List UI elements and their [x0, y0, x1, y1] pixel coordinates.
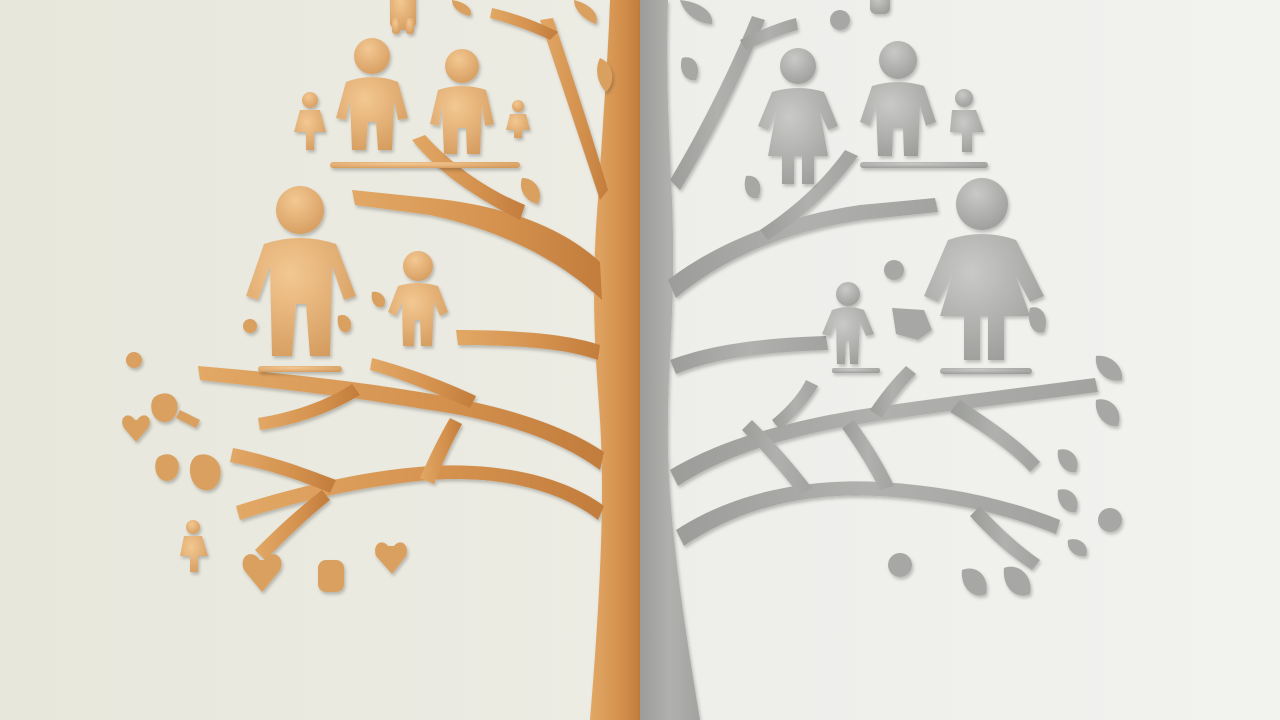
ledge	[330, 162, 520, 168]
leaf-icon	[520, 178, 541, 204]
leaf-icon	[888, 553, 912, 577]
leaf-icon	[243, 319, 257, 333]
leaf-icon	[176, 410, 200, 428]
leaf-icon	[151, 393, 178, 423]
leaf-icon	[452, 0, 472, 16]
person-icon	[950, 89, 984, 152]
leaf-icon	[1095, 355, 1123, 381]
left-decorations	[122, 0, 613, 592]
right-family-figures	[758, 0, 1044, 374]
heart-icon	[242, 554, 282, 592]
leaf-icon	[1098, 508, 1122, 532]
leaf-icon	[1057, 449, 1078, 473]
leaf-icon	[597, 58, 613, 92]
leaf-icon	[1057, 489, 1078, 513]
leaf-icon	[574, 0, 597, 24]
leaf-icon	[961, 568, 987, 596]
heart-icon	[375, 542, 407, 574]
left-background	[0, 0, 640, 720]
leaf-icon	[155, 454, 179, 481]
person-icon	[390, 0, 416, 34]
ledge	[860, 162, 988, 168]
leaf-icon	[318, 560, 344, 592]
leaf-icon	[892, 308, 932, 340]
right-tree-icon	[640, 0, 1098, 720]
ledge	[832, 368, 880, 373]
right-background	[640, 0, 1280, 720]
leaf-icon	[1067, 539, 1087, 557]
person-icon	[336, 38, 408, 150]
leaf-icon	[1028, 307, 1047, 333]
leaf-icon	[126, 352, 142, 368]
leaf-icon	[744, 175, 761, 199]
person-icon	[246, 186, 356, 356]
person-icon	[870, 0, 890, 14]
leaf-icon	[1003, 566, 1031, 596]
person-icon	[924, 178, 1044, 360]
left-family-figures	[180, 0, 530, 572]
leaf-icon	[337, 314, 352, 333]
ledge	[258, 366, 342, 372]
person-icon	[506, 100, 530, 138]
person-icon	[388, 251, 448, 346]
person-icon	[294, 92, 326, 150]
left-tree-icon	[198, 0, 640, 720]
person-icon	[758, 48, 838, 184]
leaf-icon	[371, 291, 386, 308]
leaf-icon	[830, 10, 850, 30]
leaf-icon	[1095, 399, 1120, 427]
ledge	[940, 368, 1032, 374]
leaf-icon	[189, 454, 221, 491]
right-decorations	[680, 0, 1123, 596]
person-icon	[822, 282, 874, 364]
person-icon	[860, 41, 936, 156]
person-icon	[430, 49, 494, 154]
person-icon	[180, 520, 208, 572]
leaf-icon	[680, 0, 713, 24]
heart-icon	[122, 415, 150, 442]
leaf-icon	[680, 57, 699, 81]
leaf-icon	[884, 260, 904, 280]
